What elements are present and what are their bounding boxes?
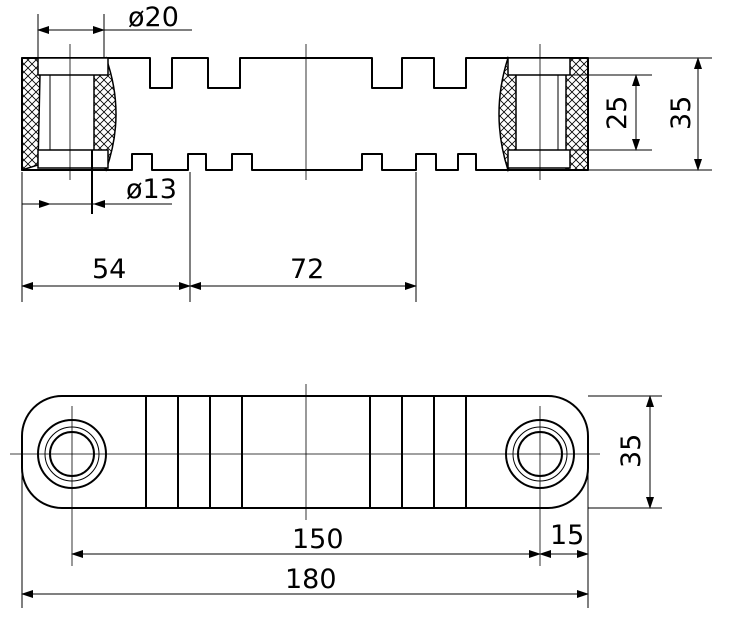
dim-label-25: 25 <box>602 96 633 130</box>
dim-label-35-top: 35 <box>666 96 697 130</box>
dim-label-15: 15 <box>550 520 584 551</box>
front-view-body-outline <box>21 395 589 509</box>
right-rubber-inner-section <box>498 55 517 173</box>
top-view-body-outline <box>21 57 589 171</box>
dim-label-54: 54 <box>92 254 126 285</box>
dim-label-72: 72 <box>290 254 324 285</box>
right-sleeve-bottom-flange <box>507 149 571 169</box>
dim-label-180: 180 <box>285 564 337 595</box>
dim-label-35-front: 35 <box>616 434 647 468</box>
top-view: ø20 ø13 54 72 25 35 <box>21 2 712 302</box>
left-sleeve-bottom-flange <box>37 149 109 169</box>
front-view: 150 15 180 35 <box>10 384 662 608</box>
right-sleeve-top-flange <box>507 57 571 76</box>
dim-label-dia20: ø20 <box>128 2 179 33</box>
left-sleeve-top-flange <box>37 57 109 76</box>
dim-label-dia13: ø13 <box>126 174 177 205</box>
dim-label-150: 150 <box>292 524 344 555</box>
left-rubber-outer-section <box>21 57 41 172</box>
